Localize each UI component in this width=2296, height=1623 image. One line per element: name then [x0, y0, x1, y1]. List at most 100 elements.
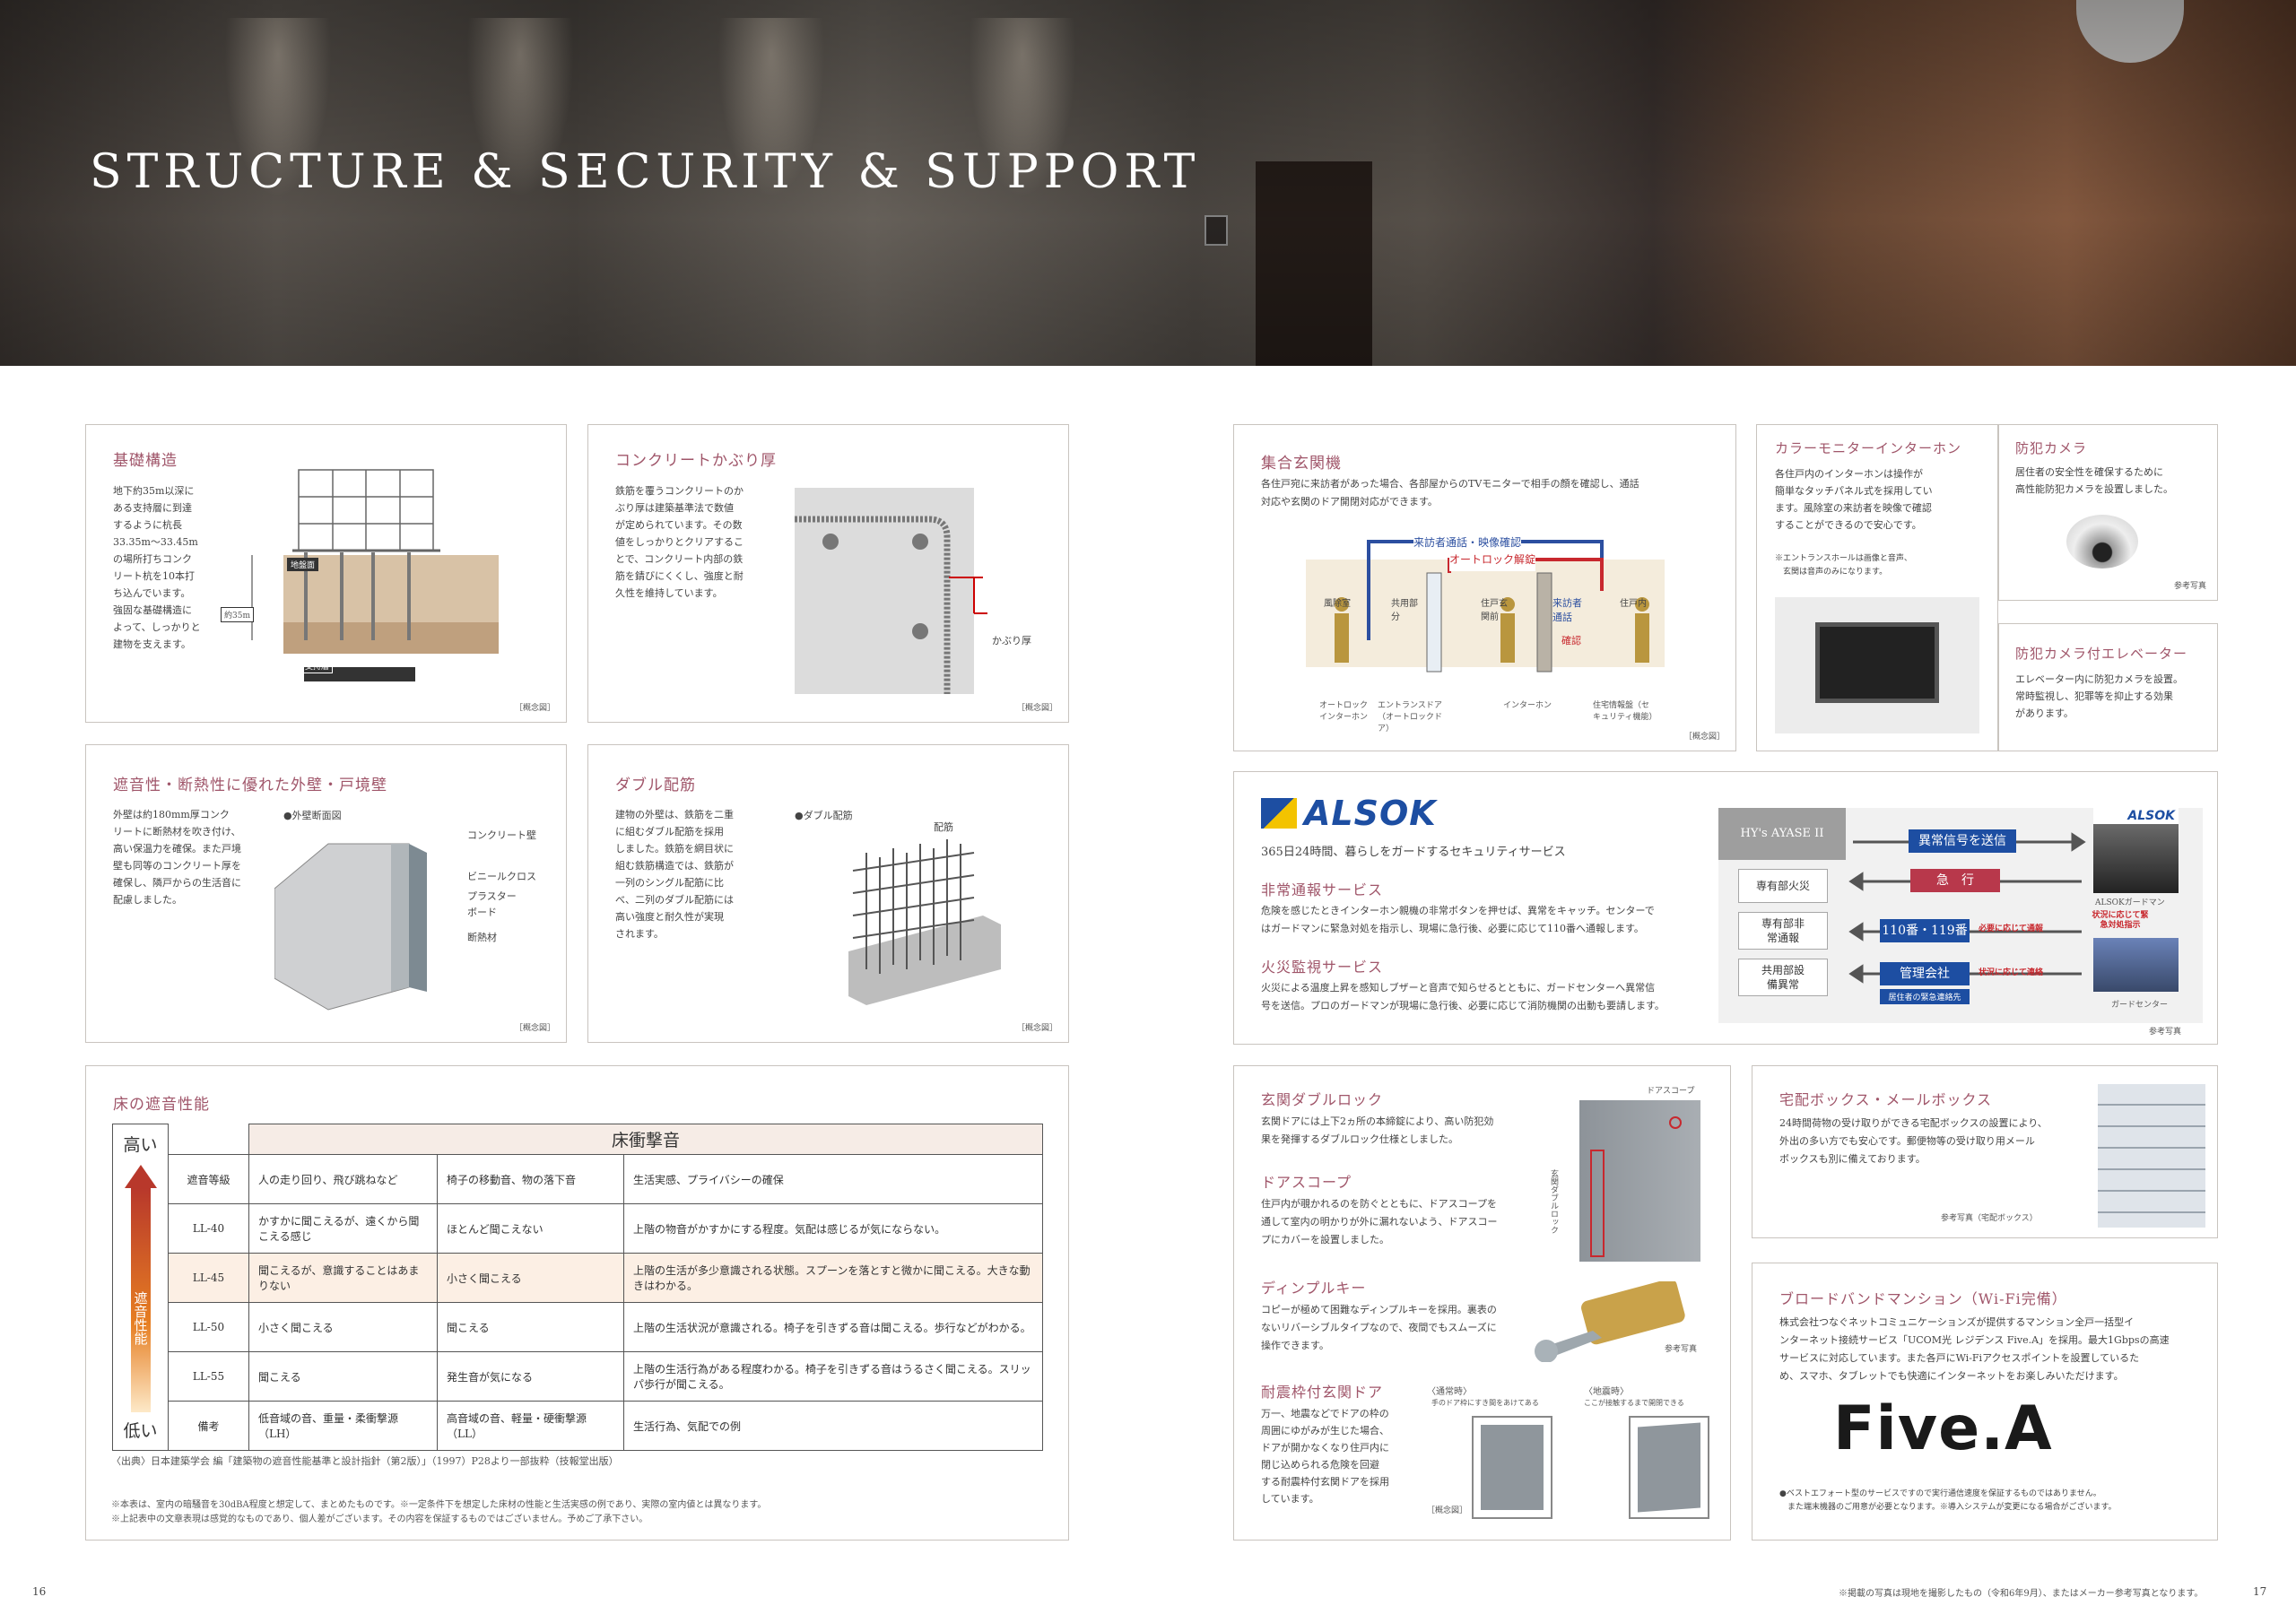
text-line: 号を送信。プロのガードマンが現場に急行後、必要に応じて消防機関の出動も要請します…	[1261, 1000, 1665, 1011]
quake-door-diagram	[1629, 1416, 1709, 1519]
entrance-section: 集合玄関機 各住戸宛に来訪者があった場合、各部屋からのTVモニターで相手の顔を確…	[1233, 424, 1736, 751]
wifi-body: 株式会社つなぐネットコミュニケーションズが提供するマンション全戸一括型インターネ…	[1779, 1314, 2170, 1385]
table-header: 床衝撃音	[248, 1124, 1043, 1155]
delivery-title: 宅配ボックス・メールボックス	[1779, 1091, 1993, 1108]
text-line: 高い保温力を確保。また戸境	[113, 843, 241, 855]
camera-section: 防犯カメラ 居住者の安全性を確保するために高性能防犯カメラを設置しました。 参考…	[1998, 424, 2218, 601]
caption: ［概念図］	[1016, 704, 1057, 713]
alsok-fire-body: 火災による温度上昇を感知しブザーと音声で知らせるとともに、ガードセンターへ異常信…	[1261, 979, 1665, 1015]
text-line: ※エントランスホールは画像と音声、	[1775, 554, 1912, 563]
flow-box-emergency: 専有部非常通報	[1738, 912, 1828, 950]
camera-photo	[2066, 515, 2138, 568]
delivery-body: 24時間荷物の受け取りができる宅配ボックスの設置により、外出の多い方でも安心です…	[1779, 1115, 2048, 1168]
monitor-section: カラーモニターインターホン 各住戸内のインターホンは操作が簡単なタッチパネル式を…	[1756, 424, 1998, 751]
text-line: 地下約35m以深に	[113, 485, 195, 497]
floor-source: 〈出典〉日本建築学会 編「建築物の遮音性能基準と設計指針（第2版）」（1997）…	[111, 1455, 619, 1467]
flow-instruct: 状況に応じて緊急対処指示	[2092, 911, 2149, 930]
text-line: よって、しっかりと	[113, 621, 201, 633]
text-line: しています。	[1261, 1493, 1319, 1505]
photo-note: ※掲載の写真は現地を撮影したもの（令和6年9月）、またはメーカー参考写真となりま…	[1839, 1589, 2204, 1599]
text-line: の場所打ちコンク	[113, 553, 192, 565]
elevator-body: エレベーター内に防犯カメラを設置。常時監視し、犯罪等を抑止する効果があります。	[2015, 671, 2183, 722]
wifi-section: ブロードバンドマンション（Wi-Fi完備） 株式会社つなぐネットコミュニケーショ…	[1752, 1263, 2218, 1541]
floor-title: 床の遮音性能	[113, 1096, 210, 1114]
elevator-title: 防犯カメラ付エレベーター	[2015, 646, 2188, 662]
text-line: ボックスも別に備えております。	[1779, 1153, 1926, 1165]
concrete-cover-diagram	[795, 488, 987, 694]
normal-door-diagram	[1472, 1416, 1552, 1519]
dimple-key-body: コピーが極めて困難なディンプルキーを採用。裏表のないリバーシブルタイプなので、夜…	[1261, 1301, 1497, 1355]
label-guard-center: ガードセンター	[2111, 1001, 2169, 1010]
text-line: ンターネット接続サービス「UCOM光 レジデンス Five.A」を採用。最大1G…	[1779, 1334, 2170, 1346]
text-line: されます。	[615, 928, 664, 940]
text-line: 果を発揮するダブルロック仕様としました。	[1261, 1133, 1458, 1145]
cap-entrance-door: エントランスドア（オートロックドア）	[1378, 701, 1443, 733]
caption: ［概念図］	[514, 704, 555, 713]
monitor-photo	[1775, 597, 1979, 733]
double-title: ダブル配筋	[615, 777, 696, 794]
text-line: 一列のシングル配筋に比	[615, 877, 724, 889]
elevator-section: 防犯カメラ付エレベーター エレベーター内に防犯カメラを設置。常時監視し、犯罪等を…	[1998, 623, 2218, 751]
caption: 参考写真	[2173, 582, 2206, 591]
label-quake-sub: ここが接触するまで開閉できる	[1584, 1399, 1684, 1407]
delivery-section: 宅配ボックス・メールボックス 24時間荷物の受け取りができる宅配ボックスの設置に…	[1752, 1065, 2218, 1238]
label-double-lock: 玄関ダブルロック	[1549, 1169, 1558, 1234]
caption: 参考写真	[2148, 1028, 2181, 1037]
table-row: 遮音等級人の走り回り、飛び跳ねなど椅子の移動音、物の落下音生活実感、プライバシー…	[113, 1154, 1043, 1204]
text-line: 常時監視し、犯罪等を抑止する効果	[2015, 690, 2173, 702]
text-line: 外出の多い方でも安心です。郵便物等の受け取り用メール	[1779, 1135, 2035, 1147]
flow-rush: 急 行	[1910, 869, 2000, 892]
foundation-title: 基礎構造	[113, 452, 178, 470]
flow-send-signal: 異常信号を送信	[1909, 829, 2016, 853]
alsok-service-fire: 火災監視サービス	[1261, 959, 1384, 976]
wall-panel	[1205, 215, 1228, 246]
entrance-diagram	[1306, 540, 1665, 673]
concrete-title: コンクリートかぶり厚	[615, 452, 777, 470]
monitor-title: カラーモニターインターホン	[1775, 440, 1962, 456]
caption: ［概念図］	[514, 1024, 555, 1033]
door-scope-title: ドアスコープ	[1261, 1174, 1352, 1191]
text-line: する耐震枠付玄関ドアを採用	[1261, 1476, 1389, 1488]
label-layer: 支持層	[301, 658, 334, 673]
text-line: 高い強度と耐久性が実現	[615, 911, 724, 923]
flow-box-common: 共用部設備異常	[1738, 959, 1828, 996]
caption: ［概念図］	[1016, 1024, 1057, 1033]
guardman-photo: ALSOK	[2093, 808, 2179, 893]
label-ground: 地盤面	[287, 558, 319, 571]
label-cover: かぶり厚	[992, 635, 1031, 647]
delivery-box-photo	[2098, 1084, 2205, 1228]
text-line: 火災による温度上昇を感知しブザーと音声で知らせるとともに、ガードセンターへ異常信	[1261, 982, 1656, 994]
text-line: また端末機器のご用意が必要となります。※導入システムが変更になる場合がございます…	[1779, 1503, 2117, 1512]
text-line: 玄関は音声のみになります。	[1775, 568, 1888, 577]
label-normal: 〈通常時〉	[1427, 1387, 1472, 1397]
text-line: べ、二列のダブル配筋には	[615, 894, 734, 906]
monitor-note: ※エントランスホールは画像と音声、 玄関は音声のみになります。	[1775, 552, 1912, 579]
alsok-flow-diagram: HY's AYASE II 専有部火災 専有部非常通報 共用部設備異常 異常信号…	[1718, 808, 2203, 1023]
text-line: 33.35m～33.45m	[113, 536, 198, 548]
label-depth: 約35m	[221, 607, 254, 622]
cap-intercom: インターホン	[1503, 701, 1552, 710]
alsok-emergency-body: 危険を感じたときインターホン親機の非常ボタンを押せば、異常をキャッチ。センターで…	[1261, 902, 1655, 938]
quake-door-title: 耐震枠付玄関ドア	[1261, 1384, 1384, 1401]
text-line: 各住戸宛に来訪者があった場合、各部屋からのTVモニターで相手の顔を確認し、通話	[1261, 478, 1639, 490]
axis-low: 低い	[123, 1421, 158, 1441]
camera-title: 防犯カメラ	[2015, 440, 2088, 456]
text-line: 建物の外壁は、鉄筋を二重	[615, 809, 734, 820]
dimple-key-icon	[1535, 1281, 1685, 1362]
text-line: とで、コンクリート内部の鉄	[615, 553, 744, 565]
double-rebar-diagram	[848, 839, 1001, 1005]
text-line: ぶり厚は建築基準法で数値	[615, 502, 734, 514]
flow-resident-contact: 居住者の緊急連絡先	[1880, 989, 1970, 1004]
axis-high: 高い	[123, 1135, 158, 1155]
text-line: が定められています。その数	[615, 519, 743, 531]
flow-contact: 状況に応じて連絡	[1979, 968, 2044, 977]
text-line: するように杭長	[113, 519, 182, 531]
text-line: ないリバーシブルタイプなので、夜間でもスムーズに	[1261, 1322, 1497, 1333]
dimple-key-title: ディンプルキー	[1261, 1280, 1367, 1297]
label-wind: 風除室	[1324, 599, 1351, 609]
